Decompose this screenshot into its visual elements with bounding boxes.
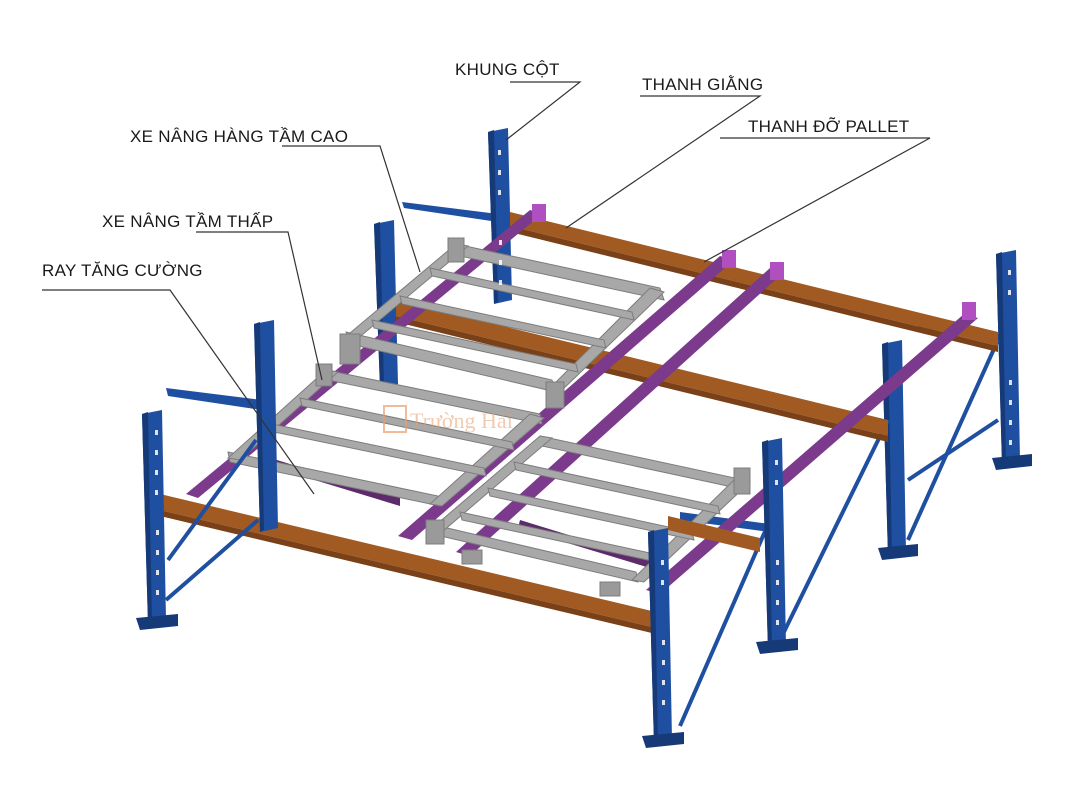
front-uprights — [136, 150, 1012, 748]
leader-xe-nang-tam-thap — [196, 231, 323, 381]
callout-labels: KHUNG CỘT THANH GIẰNG THANH ĐỠ PALLET XE… — [42, 60, 909, 280]
arm-mid-left — [166, 388, 262, 410]
label-thanh-do-pallet: THANH ĐỠ PALLET — [748, 117, 909, 136]
watermark-logo — [383, 405, 407, 433]
leader-thanh-do-pallet — [703, 137, 931, 263]
label-xe-nang-tam-thap: XE NÂNG TẦM THẤP — [102, 212, 273, 231]
leader-xe-nang-tam-cao — [282, 145, 421, 273]
leader-khung-cot — [505, 81, 582, 141]
watermark: Trường Hải — [383, 405, 513, 433]
watermark-text: Trường Hải — [410, 408, 513, 433]
frame-bracing-left — [164, 438, 260, 602]
beam-front — [160, 494, 656, 628]
label-xe-nang-tam-cao: XE NÂNG HÀNG TẦM CAO — [130, 127, 348, 146]
beam-front-right — [668, 516, 760, 552]
label-ray-tang-cuong: RAY TĂNG CƯỜNG — [42, 261, 203, 280]
label-khung-cot: KHUNG CỘT — [455, 60, 560, 79]
arm-back-left — [402, 202, 498, 222]
high-level-cart — [339, 237, 665, 409]
frame-bracing-right — [678, 339, 1000, 727]
leader-ray-tang-cuong — [42, 289, 315, 495]
label-thanh-giang: THANH GIẰNG — [642, 75, 763, 94]
front-beams — [160, 494, 760, 634]
rail-4 — [646, 314, 978, 594]
beam-back — [510, 212, 998, 346]
beam-middle — [396, 300, 888, 436]
low-level-cart — [226, 363, 546, 507]
rail-3 — [456, 268, 784, 556]
leader-thanh-giang — [565, 95, 762, 229]
leader-lines — [42, 81, 931, 495]
